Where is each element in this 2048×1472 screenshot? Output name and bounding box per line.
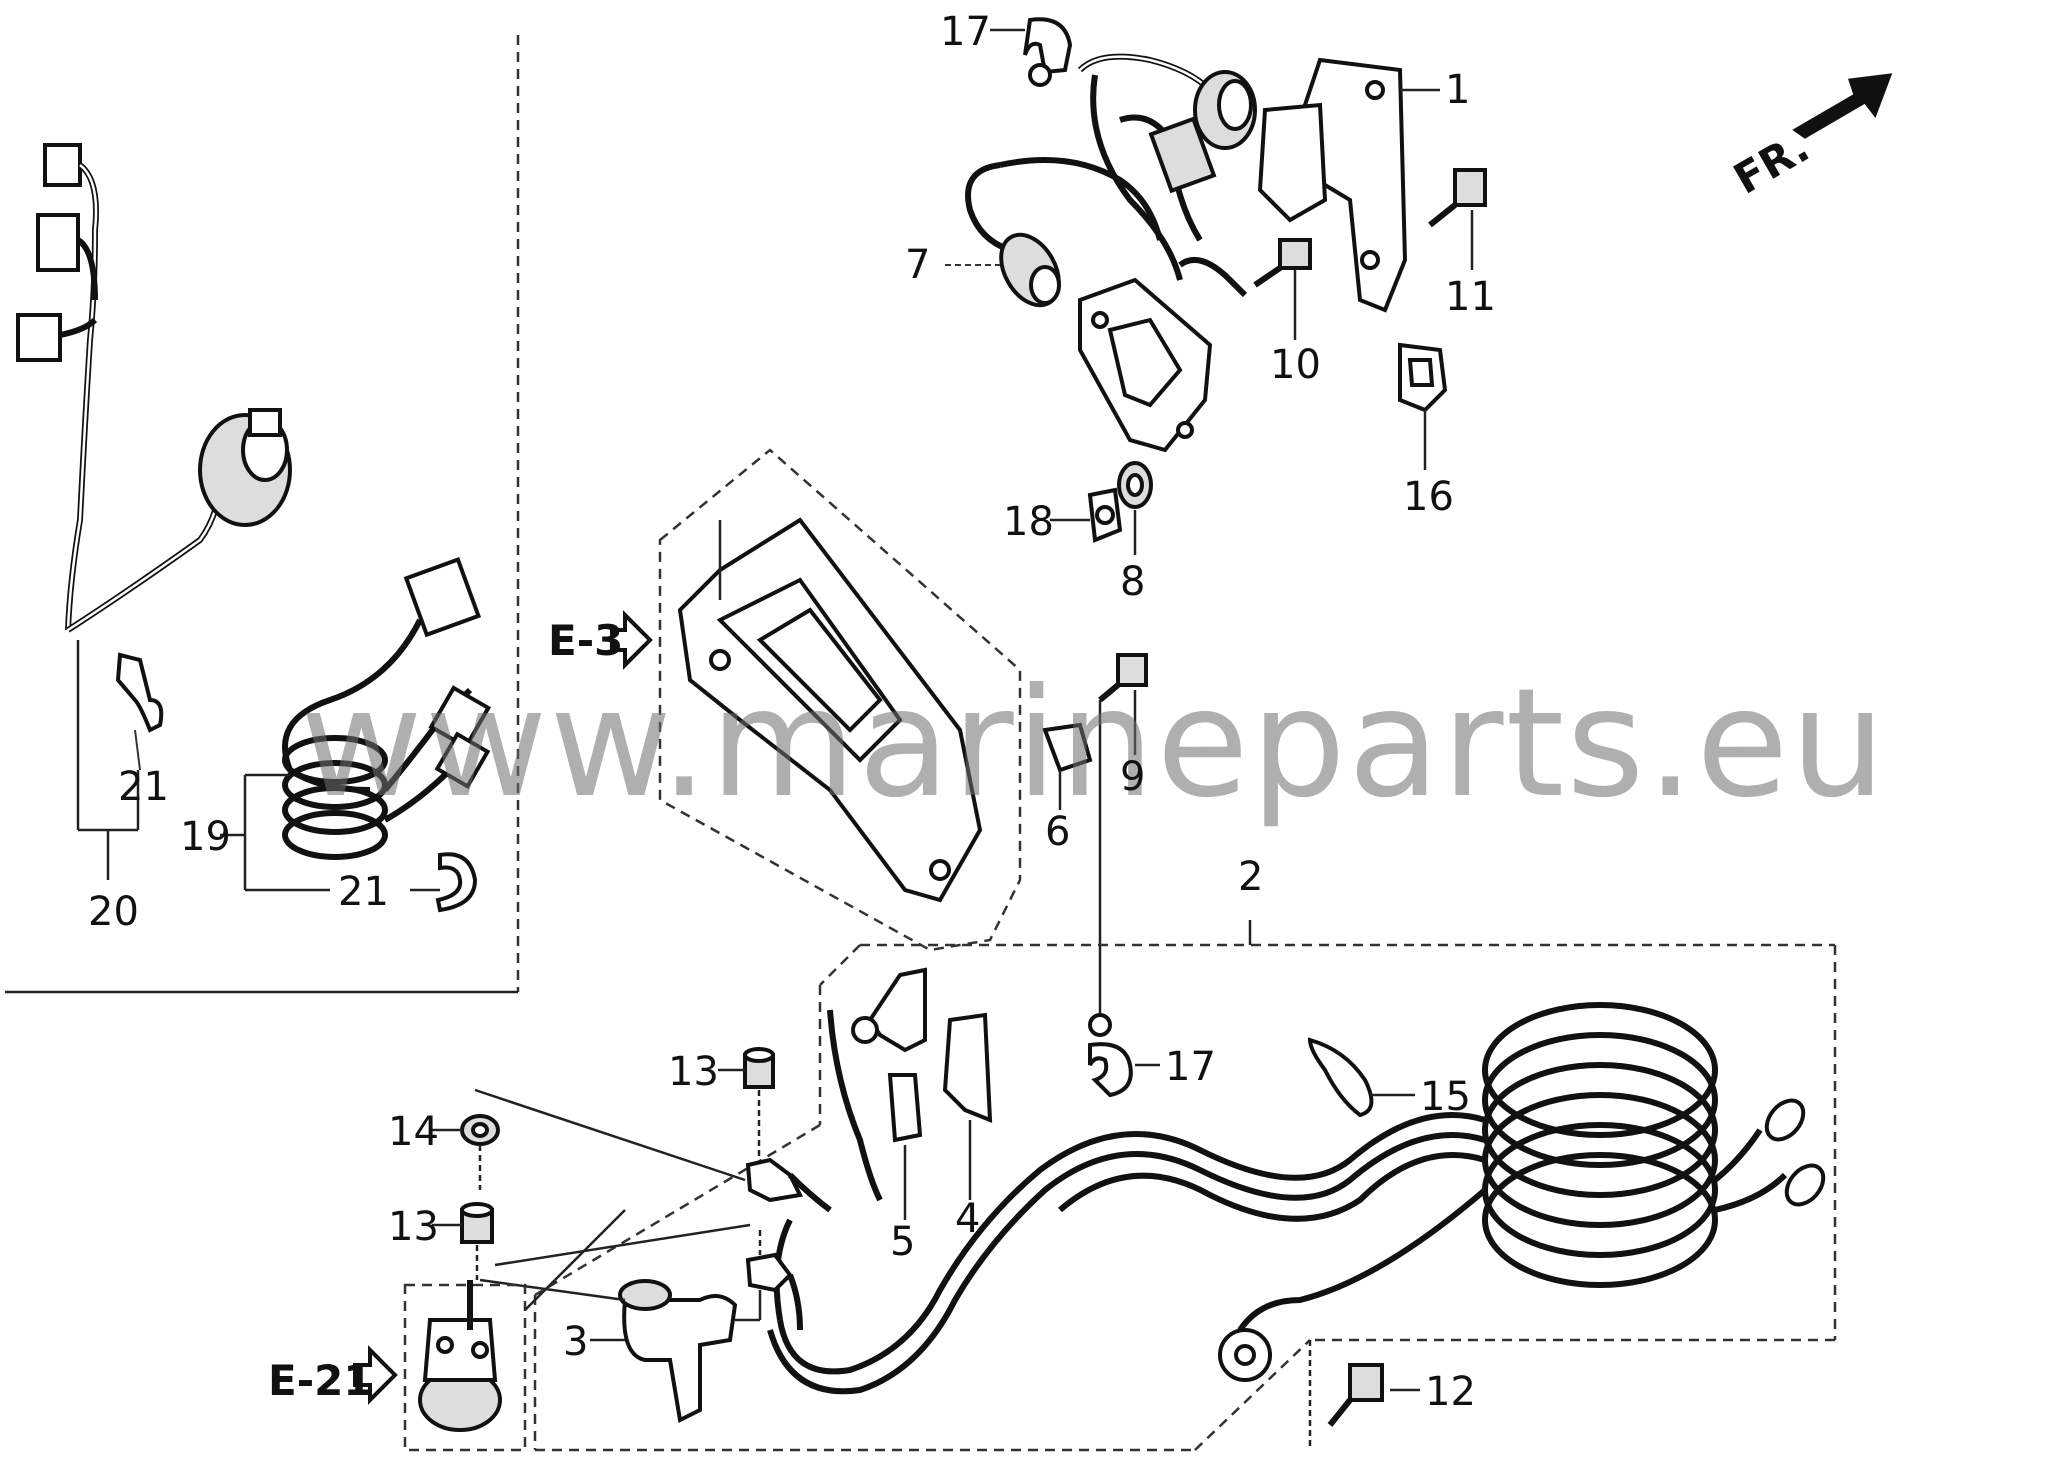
front-direction-arrow (1792, 73, 1893, 139)
callout-17-upper: 17 (940, 9, 991, 55)
clip-6 (1042, 722, 1093, 810)
module-plate (1078, 277, 1213, 453)
clip-17-lower (1088, 1013, 1160, 1098)
callout-7: 7 (905, 242, 930, 288)
bolt-9 (1098, 653, 1148, 1020)
callout-3: 3 (563, 1319, 588, 1365)
watermark: www.marineparts.eu (300, 657, 1888, 831)
callout-13-upper: 13 (668, 1049, 719, 1095)
harness-2-frame (533, 920, 1837, 1452)
callout-8: 8 (1120, 559, 1145, 605)
nut-13-upper (718, 1047, 775, 1160)
cap-5 (887, 1073, 923, 1220)
ref-arrow-e3 (610, 610, 653, 670)
bolt-10 (1253, 238, 1312, 340)
clip-21-upper (115, 652, 164, 771)
ref-arrow-e21 (353, 1345, 398, 1405)
cover-4 (942, 1012, 993, 1200)
callout-6: 6 (1045, 809, 1070, 855)
bolt-12 (1308, 1340, 1420, 1450)
callout-18: 18 (1003, 499, 1054, 545)
callout-17-lower: 17 (1165, 1044, 1216, 1090)
connector-7 (945, 232, 1061, 308)
callout-15: 15 (1420, 1074, 1471, 1120)
terminal-bracket (851, 967, 927, 1053)
clip-16 (1398, 342, 1448, 470)
harness-2 (767, 1002, 1826, 1395)
callout-2: 2 (1238, 854, 1263, 900)
clip-17-upper (990, 17, 1073, 87)
callout-9: 9 (1120, 754, 1145, 800)
callout-13-lower: 13 (388, 1204, 439, 1250)
terminal-lower (745, 1230, 803, 1331)
inset-leaders (76, 640, 440, 892)
callout-11: 11 (1445, 274, 1496, 320)
mounting-frame (658, 448, 1022, 952)
clip-21-lower (435, 852, 478, 913)
ref-label-e21: E-21 (268, 1356, 373, 1405)
callout-1: 1 (1445, 67, 1470, 113)
bracket-1 (1257, 57, 1440, 313)
nut-18 (1050, 487, 1123, 543)
nut-13-lower (432, 1202, 751, 1280)
callout-4: 4 (955, 1196, 980, 1242)
top-harness (965, 53, 1257, 298)
bolt-11 (1428, 168, 1487, 270)
callout-16: 16 (1403, 474, 1454, 520)
ref-label-e3: E-3 (548, 616, 623, 665)
nut-14 (432, 1114, 500, 1190)
solenoid-box (403, 1209, 626, 1452)
callout-5: 5 (890, 1219, 915, 1265)
callout-20: 20 (88, 889, 139, 935)
callout-21-upper: 21 (118, 764, 169, 810)
callout-12: 12 (1425, 1369, 1476, 1415)
callout-21-lower: 21 (338, 869, 389, 915)
harness-20 (16, 143, 292, 633)
callout-14: 14 (388, 1109, 439, 1155)
spring-8 (1117, 461, 1153, 555)
callout-10: 10 (1270, 342, 1321, 388)
cover-3 (479, 1278, 762, 1423)
terminal-upper (474, 1088, 832, 1213)
band-15 (1307, 1037, 1415, 1118)
callout-19: 19 (180, 814, 231, 860)
inset-frame (5, 35, 520, 994)
harness-19 (282, 556, 492, 860)
